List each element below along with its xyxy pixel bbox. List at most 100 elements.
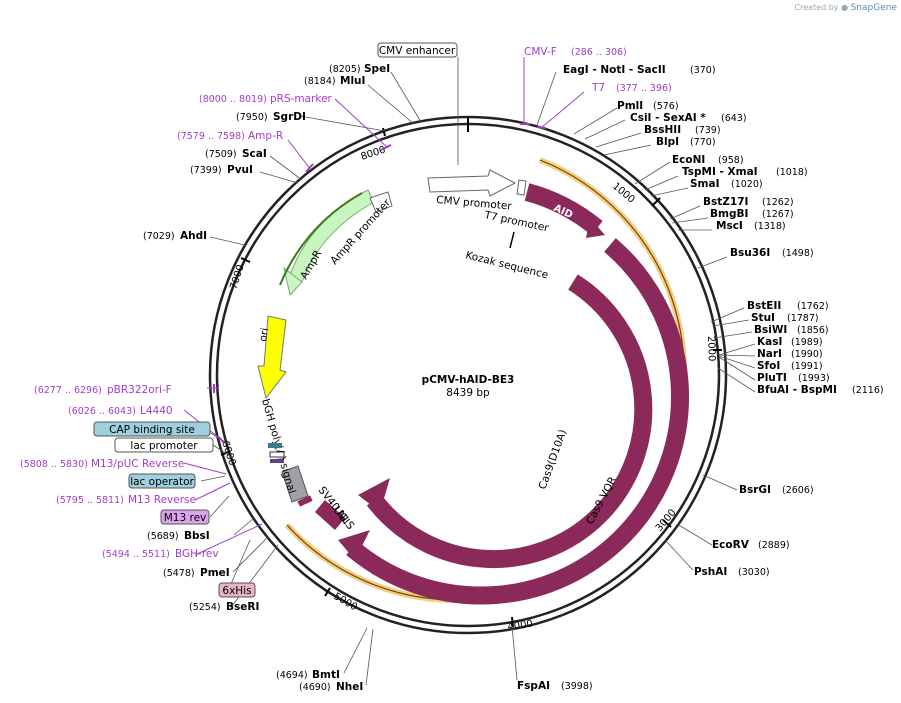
site-pvui-name[interactable]: PvuI — [227, 164, 253, 176]
site-fspai-name[interactable]: FspAI — [517, 680, 550, 692]
site-leader-lines — [200, 57, 756, 686]
site-sgrdi-pos: (7950) — [236, 112, 268, 123]
site-pshai-name[interactable]: PshAI — [694, 566, 727, 578]
cap-block — [268, 443, 282, 448]
primer-prs-name[interactable]: pRS-marker — [270, 93, 333, 105]
cas9-vqr-arc[interactable] — [346, 238, 689, 605]
site-bfuai-bspmi-name[interactable]: BfuAI - BspMI — [757, 384, 837, 396]
site-econi-pos: (958) — [718, 155, 744, 166]
site-bsiwi-pos: (1856) — [797, 325, 829, 336]
cas9-d10a-arc[interactable] — [366, 274, 653, 569]
site-bsiwi-name[interactable]: BsiWI — [754, 324, 787, 336]
tick-label-4000: 4000 — [507, 619, 534, 633]
primer-m13puc-range: (5808 .. 5830) — [20, 459, 88, 470]
primer-ampr-name[interactable]: Amp-R — [248, 130, 283, 142]
primer-m13puc-name[interactable]: M13/pUC Reverse — [91, 458, 184, 470]
primer-t7-range: (377 .. 396) — [616, 83, 672, 94]
ori-feature[interactable] — [257, 315, 287, 400]
site-blpi-pos: (770) — [690, 137, 716, 148]
site-mlui-name[interactable]: MluI — [340, 75, 365, 87]
site-fspai-pos: (3998) — [561, 681, 593, 692]
primer-l4440-name[interactable]: L4440 — [140, 405, 173, 417]
site-bsshii-name[interactable]: BssHII — [644, 124, 681, 136]
ampr-primer-line — [279, 192, 363, 286]
site-bsteii-name[interactable]: BstEII — [747, 300, 781, 312]
site-spei-name[interactable]: SpeI — [364, 63, 390, 75]
cap-binding-site-label: CAP binding site — [109, 424, 195, 436]
lac-operator-block — [270, 459, 284, 463]
site-nari-name[interactable]: NarI — [757, 348, 782, 360]
ugi-feature[interactable] — [315, 500, 345, 530]
primer-bgh-rev-range: (5494 .. 5511) — [102, 549, 170, 560]
tick-label-2000: 2000 — [705, 336, 717, 362]
ampr-promoter-feature[interactable] — [369, 191, 393, 213]
site-ahdi-pos: (7029) — [143, 231, 175, 242]
primer-m13-reverse-range: (5795 .. 5811) — [56, 495, 124, 506]
m13-rev-box[interactable] — [160, 509, 210, 525]
site-bmgbi-name[interactable]: BmgBI — [710, 208, 748, 220]
site-bbsi-name[interactable]: BbsI — [184, 530, 210, 542]
cmv-promoter-feature[interactable] — [427, 169, 517, 197]
site-bfuai-pos: (2116) — [852, 385, 884, 396]
site-smai-pos: (1020) — [731, 179, 763, 190]
site-stui-name[interactable]: StuI — [751, 312, 775, 324]
bgh-polya-feature[interactable] — [281, 465, 309, 503]
site-bsu36i-pos: (1498) — [782, 248, 814, 259]
site-scai-name[interactable]: ScaI — [242, 148, 267, 160]
site-tspmi-xmai-name[interactable]: TspMI - XmaI — [682, 166, 758, 178]
kozak-label: Kozak sequence — [464, 249, 549, 281]
snapgene-credit: Created by ● SnapGene — [795, 3, 898, 13]
kozak-marker — [509, 231, 515, 249]
lac-promoter-block — [269, 451, 285, 458]
site-nari-pos: (1990) — [791, 349, 823, 360]
cmv-enhancer-box[interactable] — [377, 42, 458, 58]
site-pmli-pos: (576) — [653, 101, 679, 112]
site-blpi-name[interactable]: BlpI — [656, 136, 679, 148]
site-stui-pos: (1787) — [787, 313, 819, 324]
sv40-nls-feature[interactable] — [297, 495, 313, 507]
site-eagi-notI-sacII-name[interactable]: EagI - NotI - SacII — [563, 64, 666, 76]
site-bmti-name[interactable]: BmtI — [312, 669, 340, 681]
site-bseri-name[interactable]: BseRI — [226, 601, 259, 613]
site-bsrgi-name[interactable]: BsrGI — [739, 484, 771, 496]
primer-m13-reverse-name[interactable]: M13 Reverse — [128, 494, 196, 506]
primer-pbr322ori-name[interactable]: pBR322ori-F — [107, 384, 172, 396]
site-ahdi-name[interactable]: AhdI — [180, 230, 207, 242]
site-kasi-name[interactable]: KasI — [757, 336, 782, 348]
site-econi-name[interactable]: EcoNI — [672, 154, 705, 166]
site-pmei-pos: (5478) — [163, 568, 195, 579]
primer-prs-range: (8000 .. 8019) — [199, 94, 267, 105]
site-pmli-name[interactable]: PmlI — [617, 100, 643, 112]
primer-bgh-rev-name[interactable]: BGH-rev — [175, 548, 219, 560]
site-sgrdi-name[interactable]: SgrDI — [273, 111, 306, 123]
site-sfoi-name[interactable]: SfoI — [757, 360, 780, 372]
site-pmei-name[interactable]: PmeI — [200, 567, 230, 579]
cmv-enhancer-label: CMV enhancer — [379, 45, 456, 57]
site-bstz17i-name[interactable]: BstZ17I — [703, 196, 748, 208]
credit-brand: SnapGene — [850, 3, 897, 13]
his-tag-box[interactable] — [218, 582, 256, 598]
site-ecorv-name[interactable]: EcoRV — [712, 539, 750, 551]
site-csii-sexai-name[interactable]: CsiI - SexAI * — [630, 112, 706, 124]
site-msci-name[interactable]: MscI — [716, 220, 743, 232]
primer-t7-name[interactable]: T7 — [591, 82, 605, 94]
primer-cmv-f-range: (286 .. 306) — [571, 47, 627, 58]
site-nhei-name[interactable]: NheI — [336, 681, 363, 693]
site-bsu36i-name[interactable]: Bsu36I — [730, 247, 770, 259]
site-pluti-name[interactable]: PluTI — [757, 372, 787, 384]
primer-pbr322ori-range: (6277 .. 6296) — [34, 385, 102, 396]
lac-operator-box[interactable] — [128, 473, 196, 489]
site-kasi-pos: (1989) — [791, 337, 823, 348]
aid-arrowhead — [586, 218, 605, 238]
primer-marks — [213, 123, 547, 444]
primer-cmv-f-name[interactable]: CMV-F — [524, 46, 557, 58]
lac-operator-label: lac operator — [130, 476, 194, 488]
cap-binding-site-box[interactable] — [93, 421, 211, 437]
cas9-d10a-arrowhead — [358, 478, 390, 512]
site-smai-name[interactable]: SmaI — [690, 178, 720, 190]
lac-promoter-box[interactable] — [114, 437, 214, 453]
snapgene-logo-icon: ● — [841, 3, 849, 12]
t7-promoter-feature[interactable] — [516, 179, 527, 196]
site-msci-pos: (1318) — [754, 221, 786, 232]
